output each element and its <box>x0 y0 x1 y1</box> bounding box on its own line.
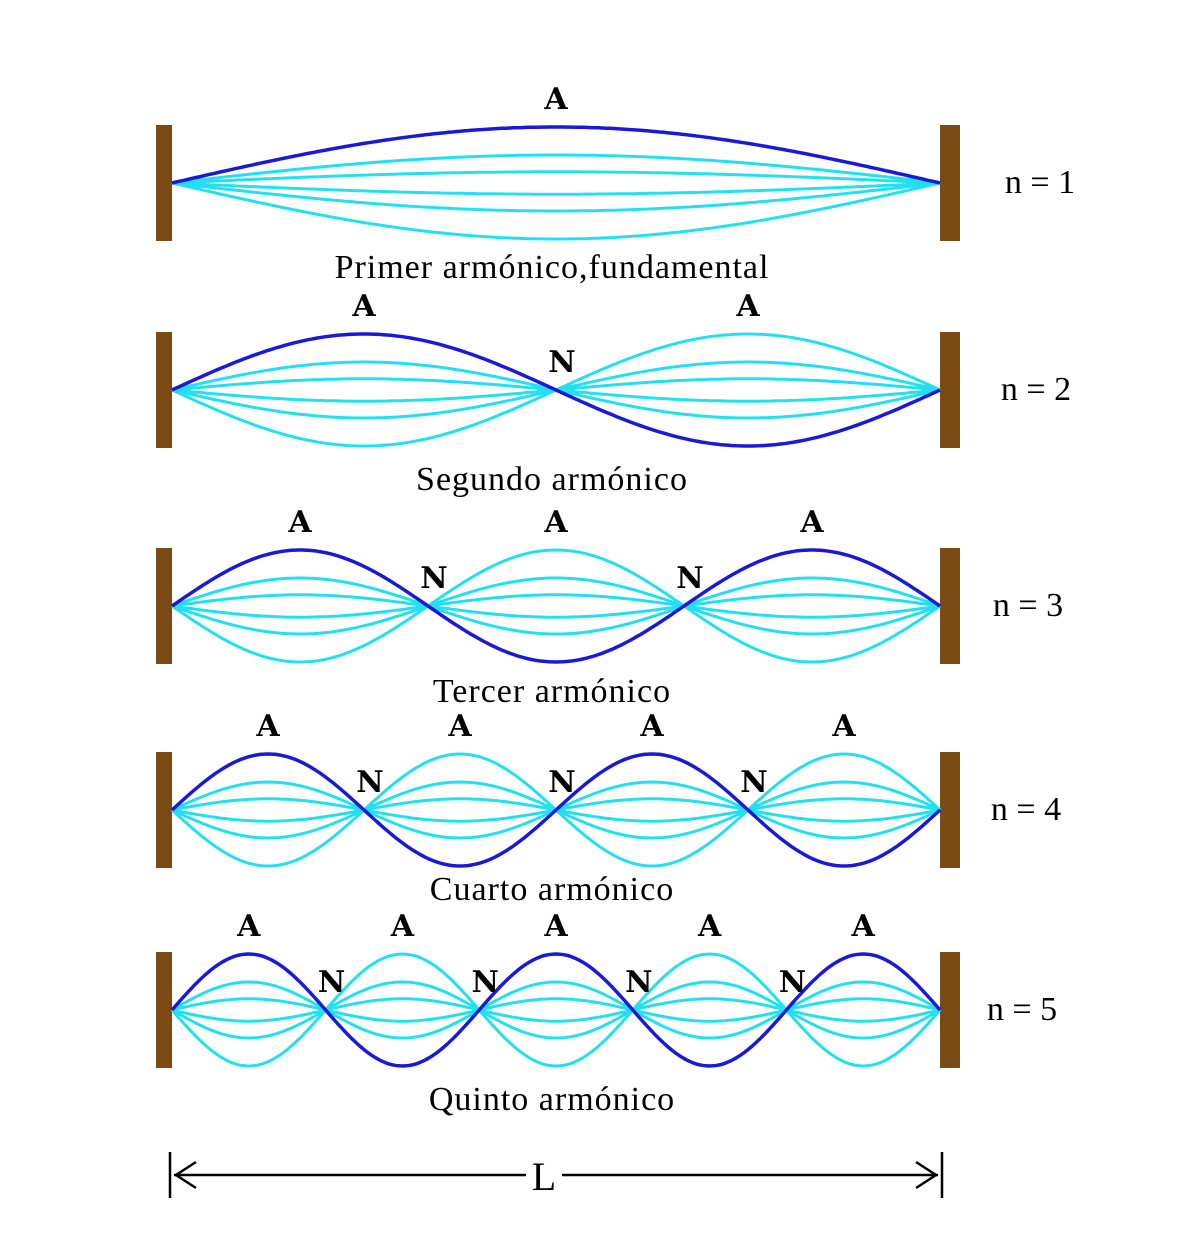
harmonic-row-1: An = 1 Primer armónico,fundamental <box>156 82 1075 286</box>
wave-envelope <box>171 153 941 185</box>
wave-envelope <box>171 548 941 664</box>
wave-max-displacement <box>171 332 941 448</box>
wave-max-displacement <box>171 125 941 185</box>
left-clamp <box>156 752 172 868</box>
wave-envelope <box>171 997 941 1023</box>
left-clamp <box>156 332 172 448</box>
harmonic-number-label: n = 2 <box>1001 371 1071 408</box>
harmonic-caption: Cuarto armónico <box>430 871 674 908</box>
harmonic-caption: Tercer armónico <box>433 673 671 710</box>
antinode-label: A <box>236 909 261 944</box>
right-clamp <box>940 125 960 241</box>
right-clamp <box>940 548 960 664</box>
node-label: N <box>779 965 806 1000</box>
antinode-label: A <box>831 709 856 744</box>
left-clamp <box>156 125 172 241</box>
right-clamp <box>940 752 960 868</box>
harmonic-row-5: A A A A A N N N Nn = 5 Quinto armónico <box>156 909 1057 1118</box>
node-label: N <box>420 561 447 596</box>
antinode-label: A <box>799 505 824 540</box>
antinode-label: A <box>255 709 280 744</box>
node-label: N <box>548 345 575 380</box>
right-clamp <box>940 952 960 1068</box>
wave-envelope <box>171 576 941 636</box>
harmonic-caption: Quinto armónico <box>429 1081 675 1118</box>
antinode-label: A <box>390 909 415 944</box>
wave-envelope <box>170 952 942 1068</box>
wave-envelope <box>171 181 941 196</box>
harmonic-number-label: n = 1 <box>1005 164 1075 201</box>
length-arrowhead-right <box>915 1160 939 1190</box>
antinode-label: A <box>351 289 376 324</box>
antinode-label: A <box>543 505 568 540</box>
node-label: N <box>318 965 345 1000</box>
left-clamp <box>156 548 172 664</box>
wave-envelope <box>171 181 941 241</box>
wave-envelope <box>171 980 941 1040</box>
node-label: N <box>471 965 498 1000</box>
harmonic-row-4: A A A A N N Nn = 4 Cuarto armónico <box>156 709 1061 908</box>
harmonic-number-label: n = 5 <box>987 991 1057 1028</box>
antinode-label: A <box>735 289 760 324</box>
node-label: N <box>740 765 767 800</box>
antinode-label: A <box>287 505 312 540</box>
length-arrowhead-left <box>173 1160 197 1190</box>
harmonic-number-label: n = 4 <box>991 791 1061 828</box>
harmonic-caption: Segundo armónico <box>416 461 688 498</box>
harmonic-row-3: A A A N Nn = 3 Tercer armónico <box>156 505 1063 710</box>
left-clamp <box>156 952 172 1068</box>
antinode-label: A <box>543 82 568 117</box>
wave-max-displacement <box>171 548 941 664</box>
node-label: N <box>625 965 652 1000</box>
wave-max-displacement <box>170 752 942 868</box>
length-dimension: L <box>168 1152 944 1199</box>
antinode-label: A <box>639 709 664 744</box>
harmonic-caption: Primer armónico,fundamental <box>335 249 770 286</box>
length-label: L <box>532 1154 556 1199</box>
wave-max-displacement <box>170 952 942 1068</box>
wave-envelope <box>171 593 941 619</box>
antinode-label: A <box>697 909 722 944</box>
node-label: N <box>676 561 703 596</box>
wave-envelope <box>171 997 941 1023</box>
right-clamp <box>940 332 960 448</box>
antinode-label: A <box>851 909 876 944</box>
node-label: N <box>548 765 575 800</box>
harmonic-row-2: A A Nn = 2 Segundo armónico <box>156 289 1071 498</box>
wave-envelope <box>171 980 941 1040</box>
node-label: N <box>356 765 383 800</box>
antinode-label: A <box>447 709 472 744</box>
wave-envelope <box>171 181 941 213</box>
wave-envelope <box>171 576 941 636</box>
wave-envelope <box>171 593 941 619</box>
antinode-label: A <box>543 909 568 944</box>
harmonic-number-label: n = 3 <box>993 587 1063 624</box>
wave-envelope <box>171 170 941 185</box>
